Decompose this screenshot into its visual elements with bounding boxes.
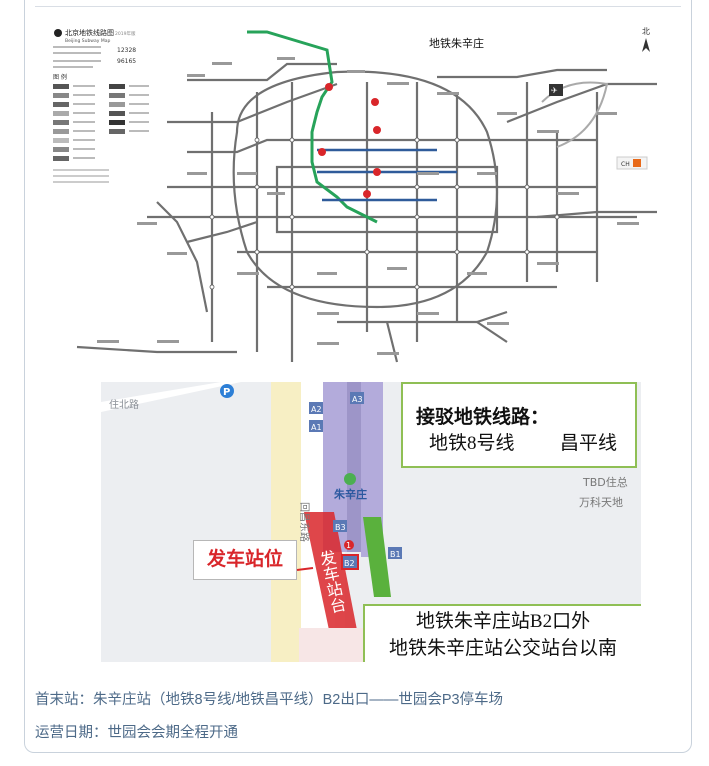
svg-text:B1: B1: [390, 550, 401, 559]
map-logo-title: 北京地铁线路图: [65, 28, 114, 37]
language-badge-label: CH: [621, 161, 630, 168]
road-left-label: 回昌东路: [298, 502, 311, 542]
transfer-callout: 接驳地铁线路： 地铁8号线 昌平线: [401, 382, 637, 468]
green-platform: [363, 517, 391, 597]
content-card: 北京地铁线路图 2019年版 Beijing Subway Map 12328 …: [24, 0, 692, 753]
parking-label: P: [223, 387, 230, 398]
map-legend: [53, 84, 149, 183]
airport-icon: [549, 84, 563, 96]
map-logo-year: 2019年版: [115, 30, 136, 37]
north-label: 北: [642, 27, 650, 36]
subway-logo-icon: [54, 29, 62, 37]
transfer-stations: [318, 83, 381, 198]
svg-text:B2: B2: [344, 559, 355, 568]
metro-network-lines: [76, 62, 657, 363]
poi-label-1: TBD住总: [582, 475, 628, 489]
map-station-label: 地铁朱辛庄: [429, 36, 484, 50]
red-platform: [304, 512, 357, 630]
departure-label: 发车站位: [193, 540, 297, 580]
station-name-hints: [97, 57, 639, 355]
svg-text:B3: B3: [335, 523, 346, 532]
station-name-label: 朱辛庄: [333, 487, 367, 501]
callout-line-2: 昌平线: [560, 433, 618, 454]
route-info: 首末站：朱辛庄站（地铁8号线/地铁昌平线）B2出口——世园会P3停车场: [35, 692, 504, 708]
svg-text:A1: A1: [311, 423, 322, 432]
platform-number-marker: [344, 540, 354, 550]
map-legend-title: 图 例: [53, 73, 67, 81]
top-divider: [35, 6, 681, 7]
location-map[interactable]: P 住北路 回昌东路 A2 A1 A3 B3 B1 B2 1 朱辛庄 TBD住总…: [101, 382, 641, 662]
operation-date: 运营日期：世园会会期全程开通: [35, 725, 238, 741]
road-top-label: 住北路: [109, 398, 139, 411]
map-hotline-2: 96165: [117, 58, 136, 65]
exit-note-box: 地铁朱辛庄站B2口外 地铁朱辛庄站公交站台以南: [363, 604, 641, 662]
exit-note-line-1: 地铁朱辛庄站B2口外: [415, 611, 591, 632]
svg-text:1: 1: [346, 541, 351, 550]
map-hotline-1: 12328: [117, 47, 136, 54]
station-markers: [209, 137, 560, 290]
poi-label-2: 万科天地: [579, 495, 623, 509]
svg-text:✈: ✈: [551, 86, 558, 95]
exit-markers: A2 A1 A3 B3 B1 B2: [309, 392, 402, 570]
exit-note-line-2: 地铁朱辛庄站公交站台以南: [388, 638, 617, 659]
road-left: [271, 382, 301, 662]
svg-text:A3: A3: [352, 395, 363, 404]
map-logo-subtitle: Beijing Subway Map: [65, 38, 110, 44]
svg-text:A2: A2: [311, 405, 322, 414]
callout-title: 接驳地铁线路：: [416, 407, 550, 428]
north-arrow-icon: [642, 38, 650, 52]
metro-station-icon: [344, 473, 356, 485]
subway-map-graphic: 北京地铁线路图 2019年版 Beijing Subway Map 12328 …: [53, 27, 657, 363]
callout-line-1: 地铁8号线: [429, 433, 515, 454]
top-road: [101, 382, 241, 412]
line-8-highlight: [247, 30, 378, 224]
parking-icon: [220, 384, 234, 398]
subway-map[interactable]: 北京地铁线路图 2019年版 Beijing Subway Map 12328 …: [37, 22, 685, 370]
